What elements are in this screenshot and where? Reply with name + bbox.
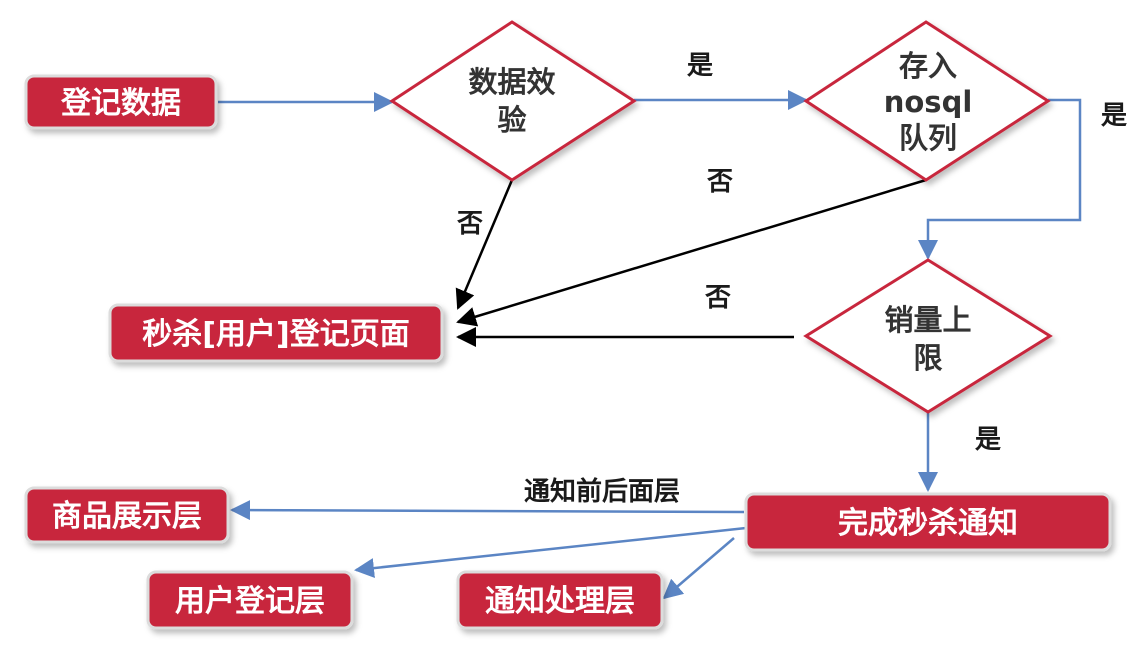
label-no-limit: 否	[705, 283, 731, 313]
label-no-nosql: 否	[707, 167, 733, 197]
decision-validate-line2: 验	[497, 103, 526, 137]
decision-sales-limit-line2: 限	[913, 341, 942, 375]
node-product-layer-label: 商品展示层	[52, 499, 202, 534]
node-product-layer: 商品展示层	[24, 486, 230, 544]
node-user-register-layer-label: 用户登记层	[175, 584, 325, 619]
label-no-validate: 否	[457, 209, 483, 239]
decision-nosql-line2: nosql	[884, 85, 973, 119]
label-yes-nosql: 是	[1101, 101, 1127, 131]
node-user-register-layer: 用户登记层	[146, 570, 354, 630]
decision-nosql-line1: 存入	[899, 49, 957, 83]
label-yes-validate: 是	[687, 51, 713, 81]
node-notify-process-layer-label: 通知处理层	[485, 584, 635, 619]
arrow-nosql-to-page	[456, 178, 927, 327]
node-complete-notify-label: 完成秒杀通知	[838, 506, 1018, 541]
label-yes-limit: 是	[975, 425, 1001, 455]
node-register-data: 登记数据	[24, 74, 218, 130]
label-notify-layers: 通知前后面层	[524, 476, 680, 507]
decision-sales-limit-line1: 销量上	[884, 303, 971, 337]
node-notify-process-layer: 通知处理层	[456, 570, 664, 630]
arrow-complete-to-product	[230, 500, 745, 521]
arrow-nosql-to-sales-limit	[918, 98, 1082, 260]
node-complete-notify: 完成秒杀通知	[744, 492, 1112, 552]
decision-sales-limit: 销量上 限	[803, 258, 1053, 414]
decision-validate: 数据效 验	[389, 20, 637, 182]
decision-nosql-line3: 队列	[899, 121, 957, 155]
decision-nosql: 存入 nosql 队列	[803, 20, 1051, 182]
decision-validate-line1: 数据效	[468, 65, 555, 99]
node-register-data-label: 登记数据	[60, 86, 181, 121]
arrow-complete-to-user-layer	[354, 526, 747, 579]
node-seckill-page-label: 秒杀[用户]登记页面	[142, 317, 409, 352]
arrow-complete-to-notify-layer	[662, 537, 735, 600]
arrow-validate-to-page	[455, 179, 514, 310]
node-seckill-page: 秒杀[用户]登记页面	[108, 303, 444, 363]
